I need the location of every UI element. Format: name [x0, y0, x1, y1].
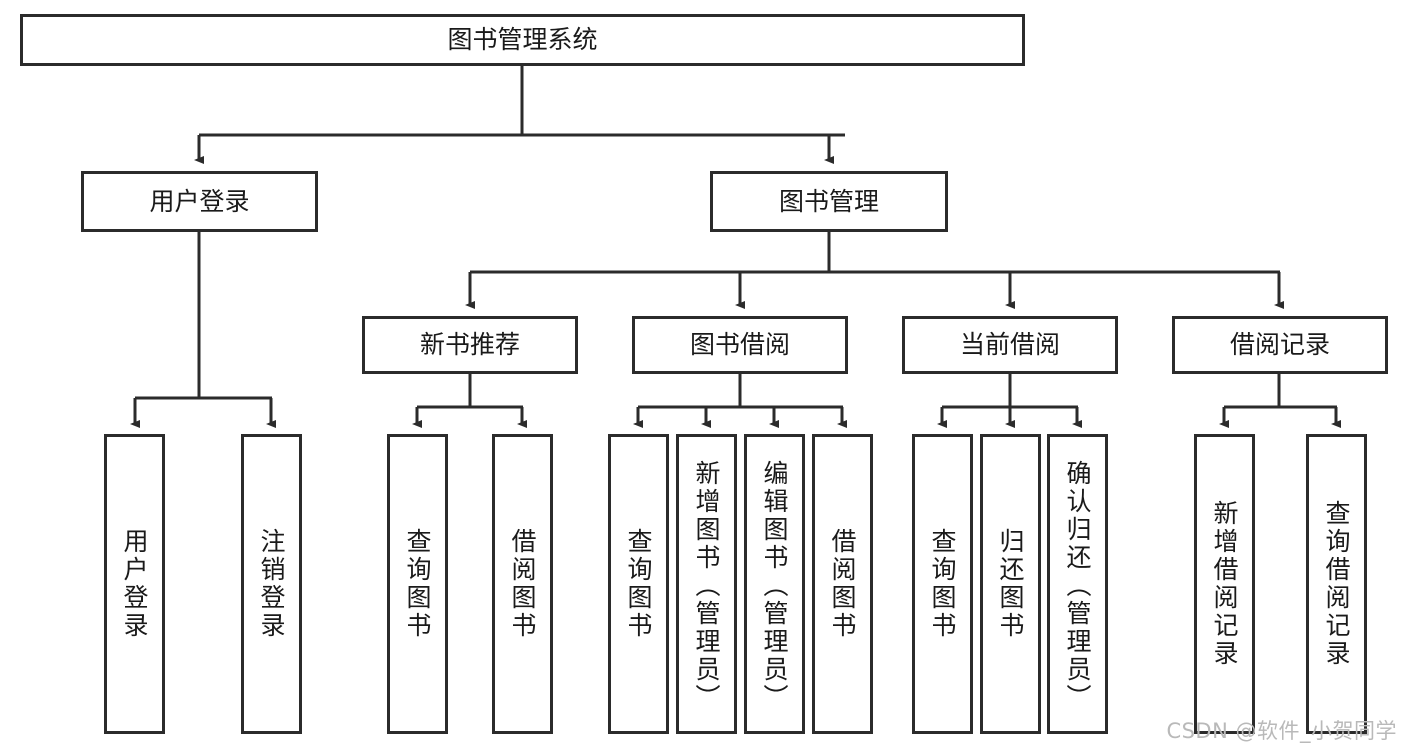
node-root-system[interactable]: 图书管理系统 [20, 14, 1025, 66]
node-label: 新增借阅记录 [1210, 500, 1239, 668]
node-leaf-query-book-borrow[interactable]: 查询图书 [608, 434, 669, 734]
node-leaf-add-book-admin[interactable]: 新增图书（管理员） [676, 434, 737, 734]
node-borrow-record[interactable]: 借阅记录 [1172, 316, 1388, 374]
watermark-text: CSDN @软件_小贺同学 [1166, 719, 1397, 743]
node-label: 查询图书 [403, 528, 432, 640]
node-label: 借阅记录 [1229, 330, 1330, 360]
node-leaf-query-book-recommend[interactable]: 查询图书 [387, 434, 448, 734]
node-label: 借阅图书 [828, 528, 857, 640]
node-user-login[interactable]: 用户登录 [81, 171, 318, 232]
node-label: 用户登录 [149, 186, 250, 216]
node-leaf-edit-book-admin[interactable]: 编辑图书（管理员） [744, 434, 805, 734]
node-leaf-query-borrow-record[interactable]: 查询借阅记录 [1306, 434, 1367, 734]
node-leaf-borrow-book[interactable]: 借阅图书 [812, 434, 873, 734]
node-label: 查询图书 [928, 528, 957, 640]
node-label: 确认归还（管理员） [1063, 460, 1092, 712]
node-leaf-borrow-book-recommend[interactable]: 借阅图书 [492, 434, 553, 734]
node-label: 图书管理 [778, 186, 879, 216]
node-new-book-recommend[interactable]: 新书推荐 [362, 316, 578, 374]
node-leaf-confirm-return-admin[interactable]: 确认归还（管理员） [1047, 434, 1108, 734]
node-label: 新增图书（管理员） [692, 460, 721, 712]
node-label: 图书管理系统 [447, 25, 598, 55]
node-label: 借阅图书 [508, 528, 537, 640]
node-label: 编辑图书（管理员） [760, 460, 789, 712]
node-current-borrow[interactable]: 当前借阅 [902, 316, 1118, 374]
node-book-management[interactable]: 图书管理 [710, 171, 948, 232]
node-leaf-add-borrow-record[interactable]: 新增借阅记录 [1194, 434, 1255, 734]
node-book-borrow[interactable]: 图书借阅 [632, 316, 848, 374]
node-label: 查询借阅记录 [1322, 500, 1351, 668]
node-label: 归还图书 [996, 528, 1025, 640]
node-label: 新书推荐 [419, 330, 520, 360]
node-leaf-return-book[interactable]: 归还图书 [980, 434, 1041, 734]
node-leaf-logout[interactable]: 注销登录 [241, 434, 302, 734]
node-label: 当前借阅 [959, 330, 1060, 360]
node-label: 图书借阅 [689, 330, 790, 360]
node-label: 用户登录 [120, 528, 149, 640]
node-leaf-user-login[interactable]: 用户登录 [104, 434, 165, 734]
node-label: 注销登录 [257, 528, 286, 640]
node-leaf-query-book-current[interactable]: 查询图书 [912, 434, 973, 734]
node-label: 查询图书 [624, 528, 653, 640]
